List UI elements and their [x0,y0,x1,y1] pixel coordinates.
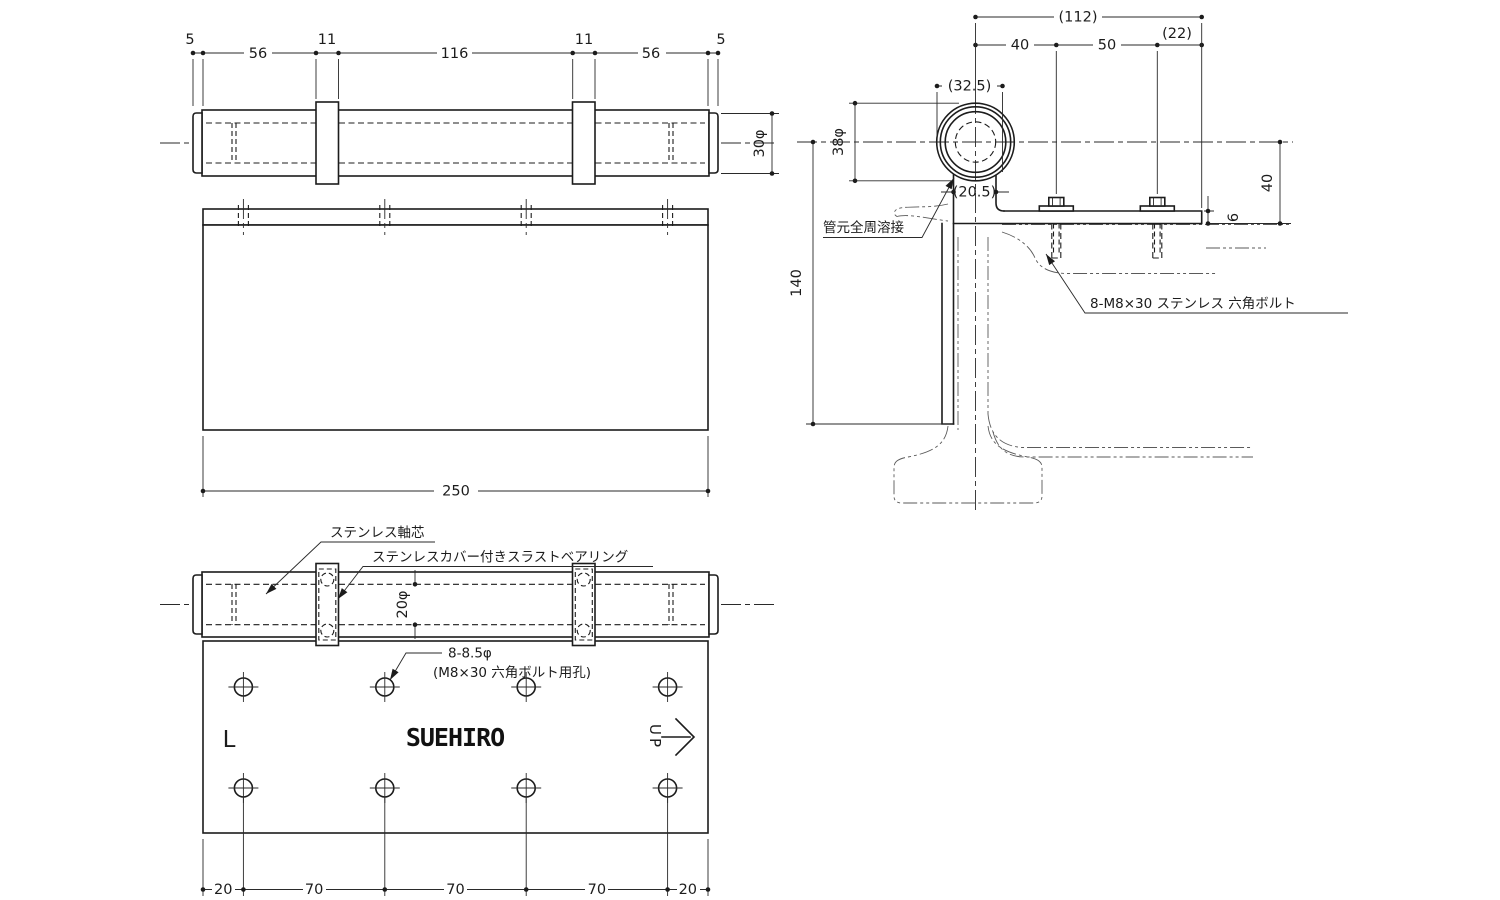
pipe-wall-circle [939,106,1012,179]
rail-phantom-profile [893,203,1291,504]
dim-pipe-dia-38: 38φ [831,128,847,156]
up-label: UP [646,724,664,750]
holes-callout: 8-8.5φ (M8×30 六角ボルト用孔) [389,646,591,681]
dim-bolt-pitch-50: 50 [1098,38,1116,54]
bearing-note-label: ステンレスカバー付きスラストベアリング [372,550,628,566]
dim-5-left: 5 [185,32,194,48]
bolt-note-callout: 8-M8×30 ステンレス 六角ボルト [1045,253,1348,314]
neck-ref-dim: (20.5) [941,185,1009,201]
front-overall-dim: 250 [200,436,711,500]
weld-note-callout: 管元全周溶接 [823,177,955,238]
plan-bearing-block-right [571,562,596,647]
pipe-dia-dim: 38φ [831,100,959,184]
pipe-outer-circle [935,102,1016,182]
strip-bolt-hidden-marks [237,199,674,235]
shaft-circle [944,110,1007,174]
dim-ref-22: (22) [1162,26,1192,42]
plan-core-hidden [206,583,705,626]
bearing-block-right [571,101,596,185]
dim-116: 116 [441,46,469,62]
dim-11-right: 11 [575,32,593,48]
gate-plate [202,224,709,431]
plan-bottom-dimensions: 20 70 70 70 20 [200,796,711,898]
left-mark: L [223,727,236,753]
bolt-note-label: 8-M8×30 ステンレス 六角ボルト [1090,296,1296,312]
bearing-block-left [315,101,340,185]
rod-end-cap-left [192,112,203,174]
front-rod-diameter-dim: 30φ [721,111,779,176]
front-view: 5 56 11 116 11 56 5 30φ 250 [160,32,779,500]
dim-5-right: 5 [716,32,725,48]
rod-end-cap-right [708,112,719,174]
plan-cap-right [708,574,719,635]
hole-row-top [228,672,683,702]
dim-core-20: 20φ [395,590,411,618]
core-dia-dim: 20φ [395,570,418,639]
front-top-dimensions: 5 56 11 116 11 56 5 [185,32,726,106]
dim-20-left: 20 [214,882,232,898]
up-arrow-icon [661,717,696,757]
rod-tube [201,109,710,177]
dim-70-2: 70 [446,882,464,898]
leg-height-dim: 140 [789,139,950,427]
dim-70-1: 70 [305,882,323,898]
plan-view: 20φ ステンレス軸芯 ステンレスカバー付きスラストベアリング 8-8.5φ (… [160,525,775,898]
dim-56-left: 56 [249,46,267,62]
hex-bolt-2 [1139,196,1176,259]
flange-strip [202,208,709,226]
plan-plate [202,640,709,834]
rod-hidden-core [206,122,705,164]
bearing-callout: ステンレスカバー付きスラストベアリング [337,550,653,600]
dim-70-3: 70 [588,882,606,898]
dim-20-right: 20 [679,882,697,898]
dim-11-left: 11 [318,32,336,48]
rod-pin-hidden [231,123,674,163]
core-hidden-circle [954,121,997,163]
bolt-holes [228,672,683,803]
holes-note-line2: (M8×30 六角ボルト用孔) [433,665,591,681]
pipe-width-ref-dim: (32.5) [934,79,1005,172]
dim-overall-250: 250 [442,484,470,500]
holes-note-line1: 8-8.5φ [448,646,492,662]
dim-plate-6: 6 [1226,213,1242,222]
side-view: 管元全周溶接 8-M8×30 ステンレス 六角ボルト (112) 40 50 (… [789,10,1348,512]
dim-rod-dia: 30φ [752,129,768,157]
up-direction: UP [646,717,696,757]
hex-bolt-1 [1038,196,1075,259]
dim-leg-140: 140 [789,269,805,297]
side-right-dimensions: 40 6 [1204,139,1291,226]
dim-ref-20-5: (20.5) [953,185,997,201]
shaft-note-label: ステンレス軸芯 [330,525,425,541]
plan-cap-left [192,574,203,635]
brand-logo: SUEHIRO [406,723,504,752]
side-top-dimensions: (112) 40 50 (22) [973,10,1204,208]
weld-note-label: 管元全周溶接 [823,219,904,236]
shaft-callout: ステンレス軸芯 [265,525,435,595]
plan-rod-tube [201,571,710,638]
dim-ref-32-5: (32.5) [948,79,992,95]
dim-56-right: 56 [642,46,660,62]
plan-pin-hidden [231,584,674,625]
dim-ref-112: (112) [1059,10,1098,26]
dim-mount-40: 40 [1260,174,1276,192]
dim-bolt-offset-40: 40 [1011,38,1029,54]
plan-bearing-block-left [315,562,340,647]
